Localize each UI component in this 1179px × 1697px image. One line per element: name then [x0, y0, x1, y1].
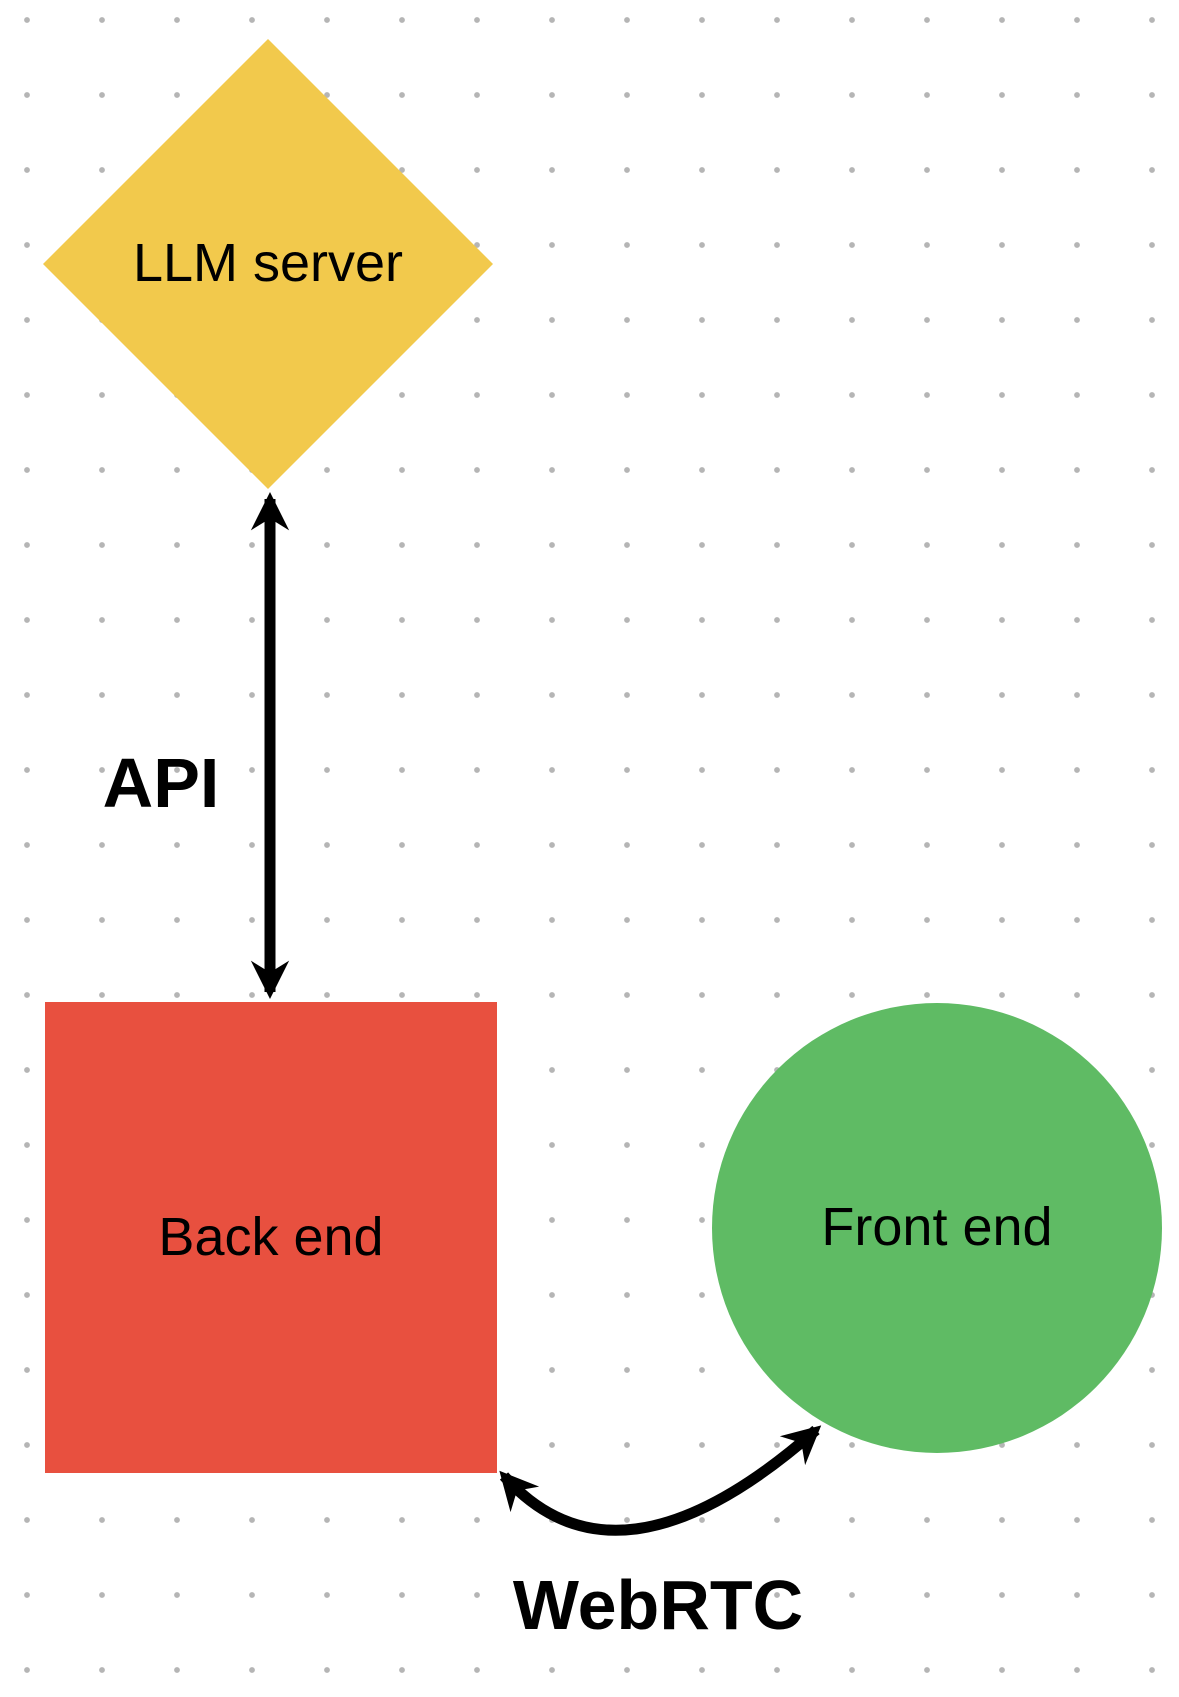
node-llm-server-label: LLM server	[132, 233, 404, 294]
edge-label-api: API	[102, 744, 220, 822]
node-back-end-label: Back end	[158, 1206, 384, 1267]
edge-label-webrtc: WebRTC	[512, 1566, 804, 1644]
node-back-end[interactable]: Back end	[45, 1002, 497, 1473]
node-front-end-label: Front end	[821, 1197, 1053, 1258]
node-front-end[interactable]: Front end	[712, 1003, 1162, 1453]
node-llm-server[interactable]: LLM server	[43, 39, 493, 489]
webrtc-connector-arrow[interactable]	[499, 1425, 822, 1536]
